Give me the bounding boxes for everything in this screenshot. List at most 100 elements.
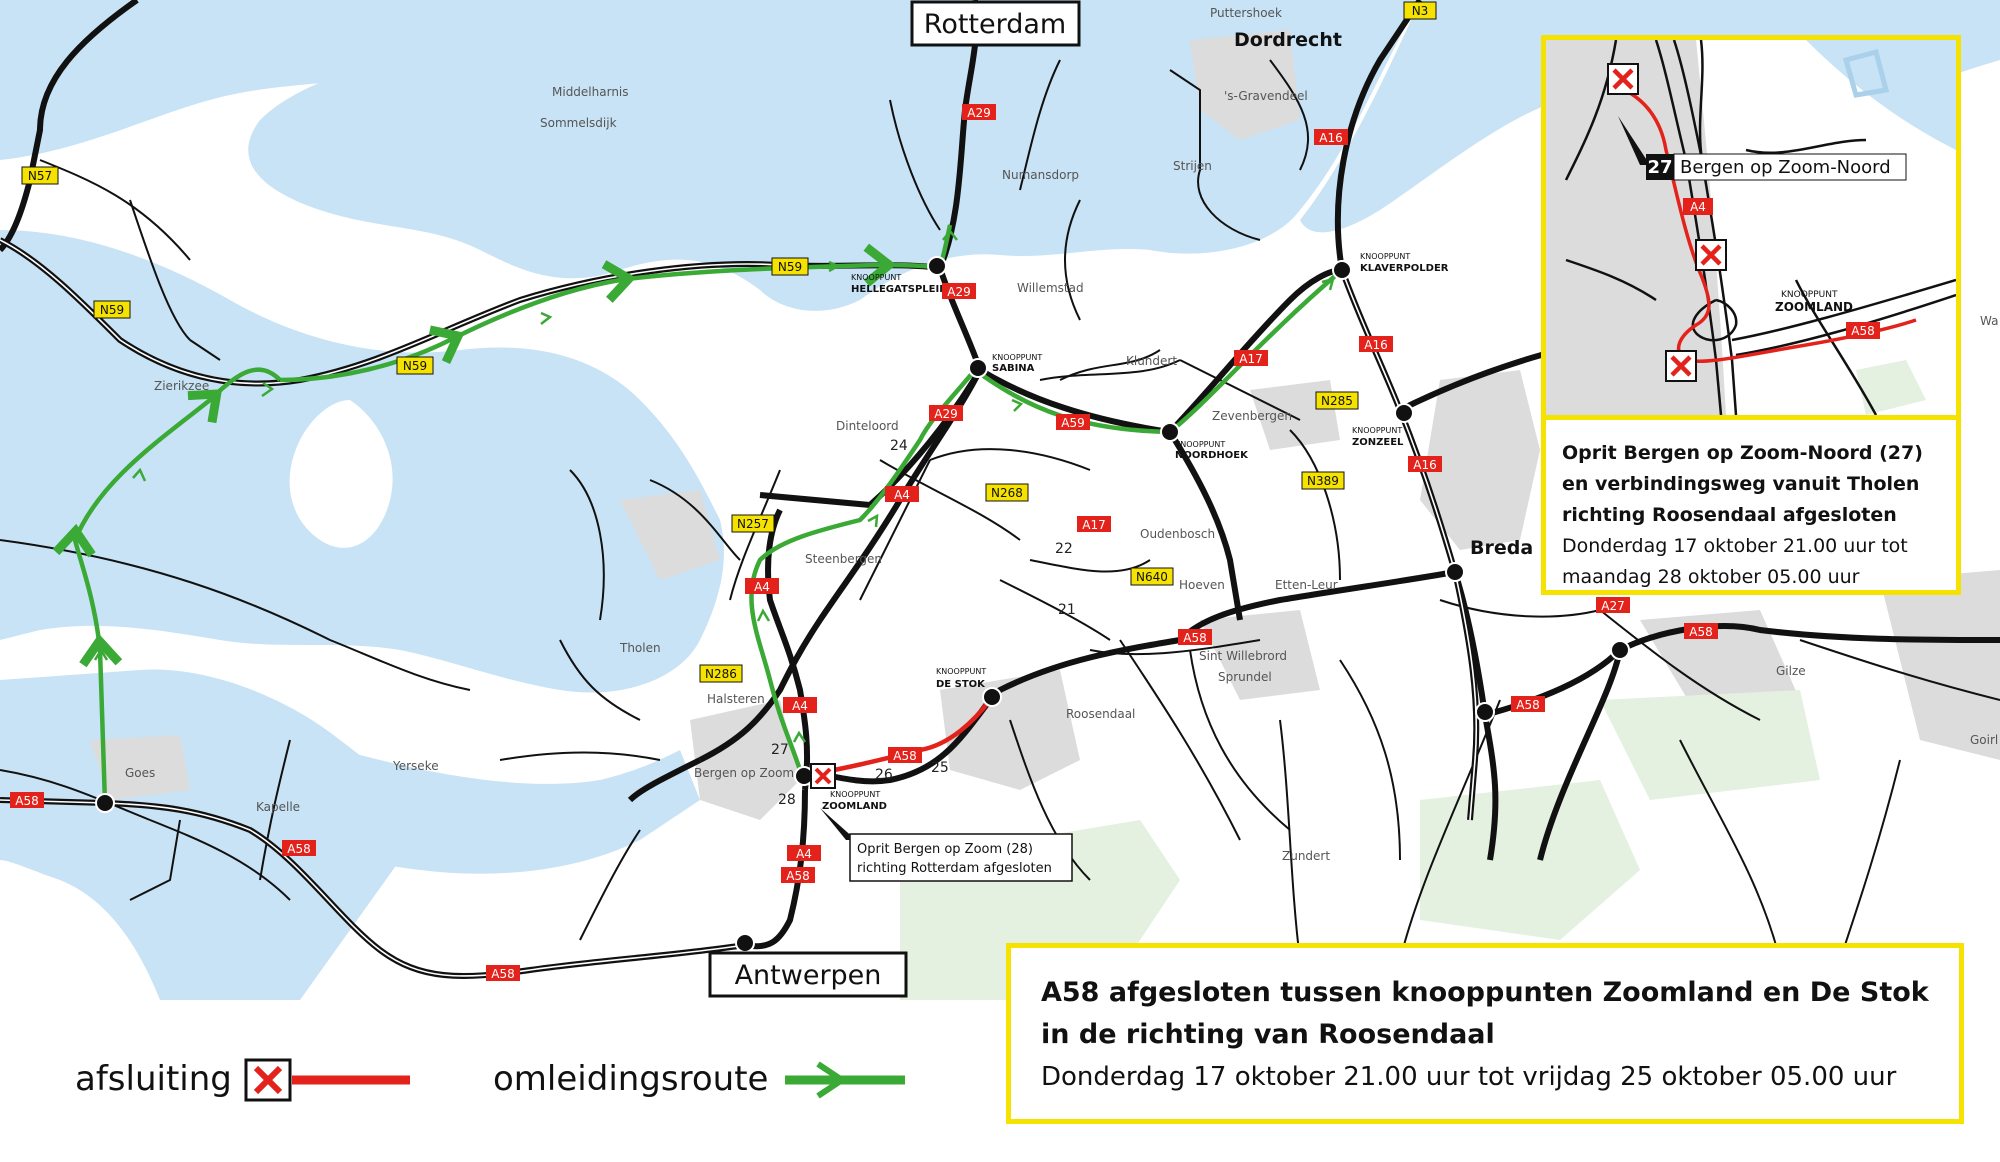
legend: afsluiting omleidingsroute	[75, 1058, 905, 1102]
place-numansdorp: Numansdorp	[1002, 168, 1079, 182]
shield-n285: N285	[1315, 391, 1359, 410]
svg-text:KNOOPPUNT: KNOOPPUNT	[1175, 440, 1225, 449]
shield-n57: N57	[21, 166, 59, 185]
exit-27: 27	[771, 742, 789, 758]
place-gilze: Gilze	[1776, 664, 1806, 678]
svg-text:N57: N57	[28, 169, 52, 183]
svg-text:A58: A58	[15, 794, 38, 808]
place-oudenbosch: Oudenbosch	[1140, 527, 1215, 541]
inset-map: 27 Bergen op Zoom-Noord A4 A58 KNOOPPUNT…	[1546, 40, 1956, 415]
shield-a58-8: A58	[486, 965, 520, 981]
svg-text:ZOOMLAND: ZOOMLAND	[822, 801, 887, 812]
shield-n268: N268	[985, 483, 1029, 502]
place-steenbergen: Steenbergen	[805, 552, 882, 566]
svg-text:KNOOPPUNT: KNOOPPUNT	[1360, 252, 1410, 261]
svg-text:A58: A58	[287, 842, 310, 856]
svg-text:27: 27	[1647, 157, 1672, 178]
exit-21: 21	[1058, 602, 1076, 618]
place-sprundel: Sprundel	[1218, 670, 1272, 684]
svg-text:A29: A29	[967, 106, 990, 120]
svg-text:Bergen op Zoom-Noord: Bergen op Zoom-Noord	[1680, 157, 1891, 178]
svg-text:SABINA: SABINA	[992, 363, 1035, 374]
shield-a16-2: A16	[1359, 336, 1393, 352]
inset-kp-label: KNOOPPUNT	[1781, 290, 1838, 300]
svg-text:KNOOPPUNT: KNOOPPUNT	[992, 353, 1042, 362]
svg-text:A4: A4	[754, 580, 770, 594]
shield-n257: N257	[731, 514, 775, 533]
inset-period: Donderdag 17 oktober 21.00 uur tot maand…	[1562, 535, 1908, 588]
svg-text:KLAVERPOLDER: KLAVERPOLDER	[1360, 263, 1449, 274]
callout-line-2: richting Rotterdam afgesloten	[857, 861, 1052, 876]
shield-n286: N286	[699, 664, 743, 683]
shield-a4-2: A4	[745, 578, 779, 594]
svg-text:N285: N285	[1321, 394, 1353, 408]
shield-a58-1: A58	[1178, 629, 1212, 645]
place-middelharnis: Middelharnis	[552, 85, 629, 99]
kp-zonzeel: KNOOPPUNT ZONZEEL	[1352, 426, 1404, 448]
inset-exit-label: 27 Bergen op Zoom-Noord	[1646, 153, 1907, 181]
place-puttershoek: Puttershoek	[1210, 6, 1282, 20]
svg-text:A29: A29	[934, 407, 957, 421]
main-notice: A58 afgesloten tussen knooppunten Zoomla…	[1006, 943, 1964, 1124]
exit-28: 28	[778, 792, 796, 808]
legend-detour-symbol	[785, 1061, 905, 1099]
svg-text:NOORDHOEK: NOORDHOEK	[1175, 450, 1249, 461]
callout-oprit-28: Oprit Bergen op Zoom (28) richting Rotte…	[820, 808, 1073, 882]
place-hoeven: Hoeven	[1179, 578, 1225, 592]
shield-a59-1: A59	[1056, 414, 1090, 430]
inset-title: Oprit Bergen op Zoom-Noord (27) en verbi…	[1562, 442, 1923, 526]
svg-text:A17: A17	[1082, 518, 1105, 532]
svg-text:A16: A16	[1319, 131, 1342, 145]
shield-a58-3: A58	[1511, 696, 1545, 712]
place-kapelle: Kapelle	[256, 800, 300, 814]
notice-period: Donderdag 17 oktober 21.00 uur tot vrijd…	[1041, 1062, 1897, 1092]
svg-text:A4: A4	[796, 847, 812, 861]
svg-text:N3: N3	[1412, 4, 1429, 18]
inset-closure-x-3	[1665, 350, 1697, 382]
place-zevenbergen: Zevenbergen	[1212, 409, 1292, 423]
city-antwerpen-label: Antwerpen	[735, 960, 882, 991]
exit-numbers: 24 22 21 27 26 25 28	[771, 438, 1076, 808]
kp-klaverpolder: KNOOPPUNT KLAVERPOLDER	[1360, 252, 1449, 274]
shield-n59-1: N59	[771, 257, 809, 276]
place-zundert: Zundert	[1282, 849, 1330, 863]
inset-shield-a58: A58	[1846, 322, 1880, 339]
place-names: Puttershoek Middelharnis Sommelsdijk 's-…	[125, 6, 1998, 863]
svg-text:N268: N268	[991, 486, 1023, 500]
place-willemstad: Willemstad	[1017, 281, 1084, 295]
svg-text:A16: A16	[1413, 458, 1436, 472]
city-dordrecht: Dordrecht	[1234, 29, 1342, 51]
svg-text:HELLEGATSPLEIN: HELLEGATSPLEIN	[851, 284, 948, 295]
kp-hellegatsplein: KNOOPPUNT HELLEGATSPLEIN	[851, 273, 948, 295]
inset-closure-x-1	[1607, 63, 1639, 95]
svg-text:A58: A58	[1183, 631, 1206, 645]
place-goirl: Goirl	[1970, 733, 1998, 747]
place-sint-willebrord: Sint Willebrord	[1199, 649, 1287, 663]
svg-text:A27: A27	[1601, 599, 1624, 613]
shield-a29-1: A29	[962, 104, 996, 120]
shield-a4-4: A4	[787, 845, 821, 861]
svg-text:DE STOK: DE STOK	[936, 679, 986, 690]
shield-n59-3: N59	[396, 356, 434, 375]
city-rotterdam-label: Rotterdam	[924, 9, 1066, 40]
kp-zoomland: KNOOPPUNT ZOOMLAND	[822, 790, 887, 812]
callout-line-1: Oprit Bergen op Zoom (28)	[857, 842, 1033, 857]
exit-24: 24	[890, 438, 908, 454]
shield-n3: N3	[1403, 1, 1437, 20]
place-halsteren: Halsteren	[707, 692, 765, 706]
shield-a4-3: A4	[783, 697, 817, 713]
shield-a29-2: A29	[942, 283, 976, 299]
shield-a27: A27	[1596, 597, 1630, 613]
a-road-shields: A29 A16 A29 A16 A17 A29 A59 A16 A4 A17 A…	[10, 104, 1718, 981]
shield-n389: N389	[1301, 471, 1345, 490]
shield-a58-6: A58	[282, 840, 316, 856]
place-gravendeel: 's-Gravendeel	[1224, 89, 1308, 103]
shield-a58-7: A58	[781, 867, 815, 883]
n-road-shields: N3 N57 N59 N59 N59 N285 N389 N268 N257 N…	[21, 1, 1437, 683]
svg-text:A59: A59	[1061, 416, 1084, 430]
svg-text:KNOOPPUNT: KNOOPPUNT	[830, 790, 880, 799]
shield-n59-2: N59	[93, 300, 131, 319]
shield-a16-1: A16	[1314, 129, 1348, 145]
svg-text:N286: N286	[705, 667, 737, 681]
